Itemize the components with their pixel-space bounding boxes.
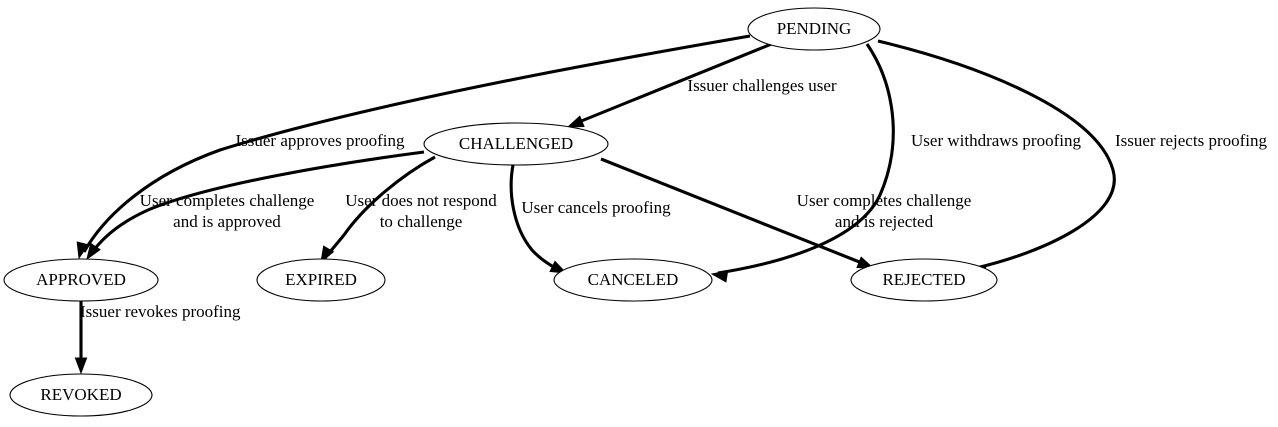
edge-label-text: Issuer rejects proofing (1115, 131, 1268, 150)
node-expired[interactable]: EXPIRED (256, 258, 386, 302)
node-challenged[interactable]: CHALLENGED (423, 122, 609, 166)
edge-label-pending-rejected: Issuer rejects proofing (1115, 131, 1268, 150)
edge-pending-approved[interactable] (76, 34, 751, 260)
edge-challenged-approved[interactable] (86, 150, 425, 261)
node-shape-revoked[interactable] (9, 373, 153, 417)
node-rejected[interactable]: REJECTED (850, 258, 998, 302)
node-shape-expired[interactable] (256, 258, 386, 302)
edge-label-text: User cancels proofing (521, 198, 671, 217)
node-shape-canceled[interactable] (553, 258, 713, 302)
edge-line (82, 34, 751, 253)
node-shape-pending[interactable] (747, 7, 881, 51)
edge-arrowhead (86, 242, 101, 261)
edge-label-pending-challenged: Issuer challenges user (687, 76, 837, 95)
edge-hitarea[interactable] (324, 157, 435, 259)
node-revoked[interactable]: REVOKED (9, 373, 153, 417)
edge-label-text: Issuer challenges user (687, 76, 837, 95)
node-shape-approved[interactable] (3, 258, 159, 302)
node-canceled[interactable]: CANCELED (553, 258, 713, 302)
edge-arrowhead (710, 270, 729, 283)
node-pending[interactable]: PENDING (747, 7, 881, 51)
edge-line (717, 43, 895, 275)
node-shape-rejected[interactable] (850, 258, 998, 302)
edge-hitarea[interactable] (84, 36, 750, 252)
edge-line (509, 164, 562, 273)
edge-label-text: to challenge (380, 212, 463, 231)
edge-approved-revoked[interactable] (74, 301, 88, 375)
edge-pending-rejected[interactable] (877, 39, 1116, 279)
edge-arrowhead (566, 115, 585, 128)
edge-label-text: User withdraws proofing (911, 131, 1081, 150)
node-approved[interactable]: APPROVED (3, 258, 159, 302)
edge-line (600, 157, 868, 267)
node-shape-challenged[interactable] (423, 122, 609, 166)
edge-hitarea[interactable] (878, 41, 1114, 268)
edges-layer (74, 34, 1116, 375)
edge-challenged-rejected[interactable] (600, 157, 875, 269)
edge-arrowhead (320, 245, 335, 264)
edge-line (573, 41, 775, 126)
edge-line (89, 150, 425, 255)
edge-label-text: and is approved (173, 212, 281, 231)
edge-pending-challenged[interactable] (566, 41, 775, 128)
edge-label-pending-canceled: User withdraws proofing (911, 131, 1081, 150)
edge-challenged-expired[interactable] (320, 155, 436, 264)
edge-arrowhead (74, 357, 88, 375)
edge-label-challenged-canceled: User cancels proofing (521, 198, 671, 217)
edge-label-approved-revoked: Issuer revokes proofing (80, 302, 241, 321)
edge-line (877, 39, 1116, 270)
edge-challenged-canceled[interactable] (509, 164, 568, 274)
edge-label-text: Issuer revokes proofing (80, 302, 241, 321)
edge-arrowhead (76, 241, 89, 260)
edge-pending-canceled[interactable] (710, 43, 895, 283)
